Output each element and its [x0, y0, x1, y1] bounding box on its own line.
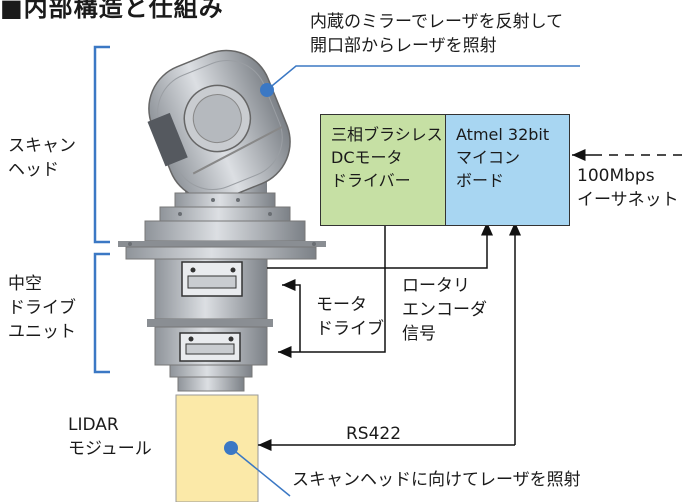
encoder-label-line-1: ロータリ [402, 276, 470, 296]
mirror-callout-leader [260, 65, 580, 97]
lidar-callout-leader [224, 441, 291, 497]
ethernet-label-line-1: 100Mbps [577, 166, 655, 186]
motor-driver-line-3: ドライバー [331, 171, 411, 190]
mcu-line-2: マイコン [456, 148, 521, 167]
lidar-module-box [175, 394, 259, 502]
scan-head-bracket [93, 45, 110, 244]
scan-head-label: スキャン ヘッド [8, 134, 76, 182]
encoder-wire [267, 222, 493, 269]
motor-drive-label: モータ ドライブ [316, 293, 384, 341]
hollow-drive-illustration [125, 246, 317, 392]
lidar-label: LIDAR モジュール [68, 413, 152, 461]
section-title: ■内部構造と仕組み [0, 0, 224, 22]
mcu-line-3: ボード [456, 171, 505, 190]
encoder-label-line-3: 信号 [402, 324, 436, 344]
motor-drive-wire-upper [282, 279, 301, 352]
lidar-label-line-2: モジュール [68, 439, 152, 459]
motor-drive-label-line-1: モータ [316, 295, 367, 315]
motor-driver-line-1: 三相ブラシレス [331, 125, 443, 144]
ethernet-label-line-2: イーサネット [577, 190, 679, 210]
motor-driver-line-2: DCモータ [331, 148, 403, 167]
rs422-label: RS422 [346, 424, 402, 444]
hollow-drive-label-line-3: ユニット [8, 322, 76, 342]
mirror-callout-line-1: 内蔵のミラーでレーザを反射して [310, 12, 564, 32]
scan-head-label-line-1: スキャン [8, 136, 76, 156]
mirror-callout-text: 内蔵のミラーでレーザを反射して 開口部からレーザを照射 [310, 10, 563, 58]
motor-drive-label-line-2: ドライブ [316, 319, 384, 339]
hollow-drive-label: 中空 ドライブ ユニット [8, 272, 76, 344]
scan-head-label-line-2: ヘッド [8, 160, 59, 180]
lidar-callout-text: スキャンヘッドに向けてレーザを照射 [292, 470, 581, 490]
motor-driver-box: 三相ブラシレス DCモータ ドライバー [320, 114, 446, 226]
hollow-drive-bracket [93, 252, 110, 374]
lidar-label-line-1: LIDAR [68, 415, 119, 435]
encoder-label-line-2: エンコーダ [402, 300, 487, 320]
mirror-callout-line-2: 開口部からレーザを照射 [310, 36, 497, 56]
hollow-drive-label-line-2: ドライブ [8, 298, 76, 318]
encoder-label: ロータリ エンコーダ 信号 [402, 274, 487, 346]
mcu-line-1: Atmel 32bit [456, 125, 550, 144]
mcu-box: Atmel 32bit マイコン ボード [445, 114, 570, 226]
scan-head-illustration [118, 49, 326, 247]
ethernet-label: 100Mbps イーサネット [577, 164, 679, 212]
hollow-drive-label-line-1: 中空 [8, 274, 42, 294]
